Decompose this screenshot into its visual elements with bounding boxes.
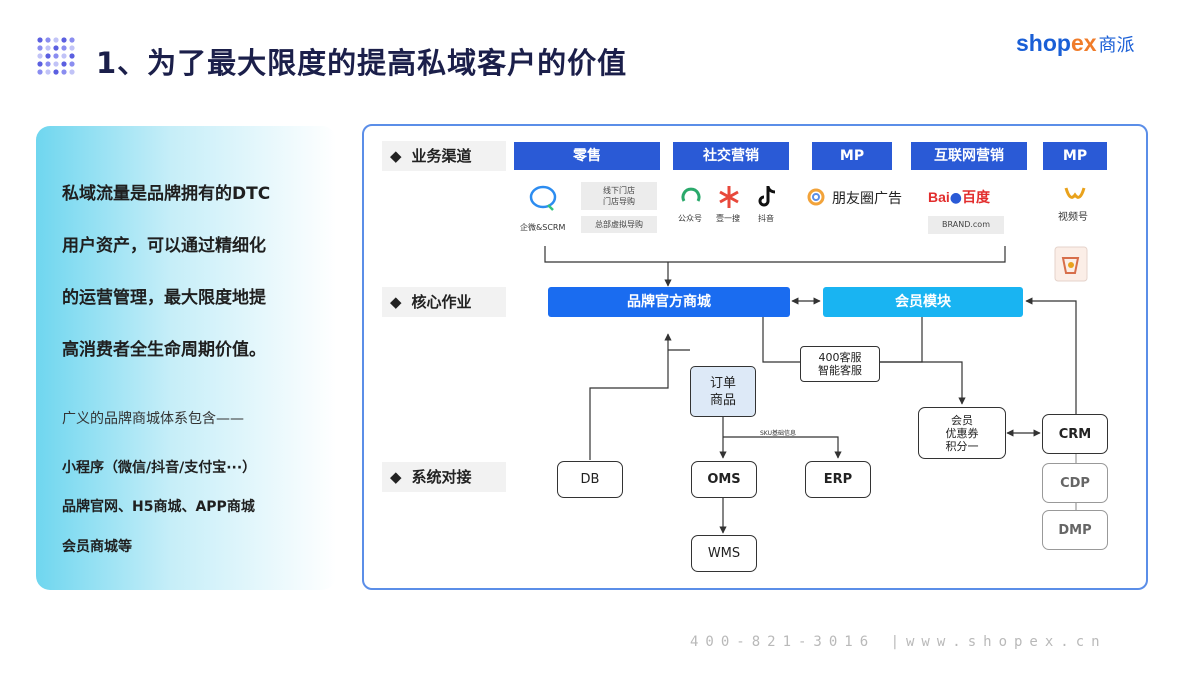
video-channel-label: 视频号 <box>1058 212 1088 223</box>
social-label-official: 公众号 <box>678 214 702 223</box>
virtual-guide-box: 总部虚拟导购 <box>581 216 657 233</box>
left-panel <box>36 126 336 590</box>
logo-latin-ex: ex <box>1070 30 1097 56</box>
paw-icon: ● <box>949 190 963 206</box>
baidu-cn: 百度 <box>962 190 991 206</box>
main-line: 的运营管理，最大限度地提 <box>62 288 266 308</box>
page-title: 1、为了最大限度的提高私域客户的价值 <box>96 46 628 80</box>
moments-icon <box>807 188 825 206</box>
left-panel-item: 会员商城等 <box>62 539 132 555</box>
wecom-icon <box>529 185 557 211</box>
left-panel-item: 小程序（微信/抖音/支付宝···） <box>62 460 257 476</box>
customer-service-box: 400客服 智能客服 <box>800 346 880 382</box>
order-product-box: 订单 商品 <box>690 366 756 417</box>
main-line: 用户资产，可以通过精细化 <box>62 236 266 256</box>
search-one-icon <box>719 186 739 208</box>
official-account-icon <box>681 187 701 202</box>
diamond-bullet-icon: ◆ <box>390 293 402 311</box>
social-label-douyin: 抖音 <box>758 214 774 223</box>
wecom-label: 企微&SCRM <box>520 223 566 232</box>
social-label-search: 壹一搜 <box>716 214 740 223</box>
logo-cn: 商派 <box>1098 35 1135 56</box>
channel-header-retail: 零售 <box>514 142 660 170</box>
diamond-bullet-icon: ◆ <box>390 147 402 165</box>
row-label-systems: ◆ 系统对接 <box>382 462 506 492</box>
row-label-text: 业务渠道 <box>411 147 472 165</box>
brand-official-mall: 品牌官方商城 <box>548 287 790 317</box>
channel-header-internet: 互联网营销 <box>911 142 1027 170</box>
moments-ad-label: 朋友圈广告 <box>832 191 902 207</box>
logo-latin: shop <box>1016 30 1071 56</box>
left-panel-item: 品牌官网、H5商城、APP商城 <box>62 499 255 515</box>
row-label-text: 系统对接 <box>411 468 472 486</box>
baidu-latin: Bai <box>928 189 950 205</box>
dot-grid-icon <box>37 37 75 75</box>
main-line: 私域流量是品牌拥有的DTC <box>62 184 271 204</box>
store-guide-box: 线下门店 门店导购 <box>581 182 657 210</box>
footer-contact: 400-821-3016 |www.shopex.cn <box>690 634 1107 650</box>
erp-node: ERP <box>805 461 871 498</box>
row-label-channels: ◆ 业务渠道 <box>382 141 506 171</box>
sku-label: SKU基础信息 <box>760 430 796 437</box>
douyin-icon <box>758 186 776 207</box>
member-module: 会员模块 <box>823 287 1023 317</box>
channel-header-mp: MP <box>812 142 892 170</box>
cdp-node: CDP <box>1042 463 1108 503</box>
row-label-core: ◆ 核心作业 <box>382 287 506 317</box>
crm-node: CRM <box>1042 414 1108 454</box>
oms-node: OMS <box>691 461 757 498</box>
channel-header-mp2: MP <box>1043 142 1107 170</box>
brand-com-box: BRAND.com <box>928 216 1004 234</box>
left-panel-main-text: 私域流量是品牌拥有的DTC 用户资产，可以通过精细化 的运营管理，最大限度地提 … <box>62 168 322 376</box>
left-panel-subheading: 广义的品牌商城体系包含—— <box>62 411 244 427</box>
channel-header-social: 社交营销 <box>673 142 789 170</box>
wms-node: WMS <box>691 535 757 572</box>
video-channel-icon <box>1064 187 1086 199</box>
member-coupon-box: 会员 优惠券 积分一 <box>918 407 1006 459</box>
dmp-node: DMP <box>1042 510 1108 550</box>
row-label-text: 核心作业 <box>411 293 472 311</box>
diamond-bullet-icon: ◆ <box>390 468 402 486</box>
db-node: DB <box>557 461 623 498</box>
main-line: 高消费者全生命周期价值。 <box>62 340 266 360</box>
baidu-logo: Bai●百度 <box>928 187 990 207</box>
mini-program-thumbnail-icon <box>1054 246 1088 282</box>
diagram-frame <box>362 124 1148 590</box>
